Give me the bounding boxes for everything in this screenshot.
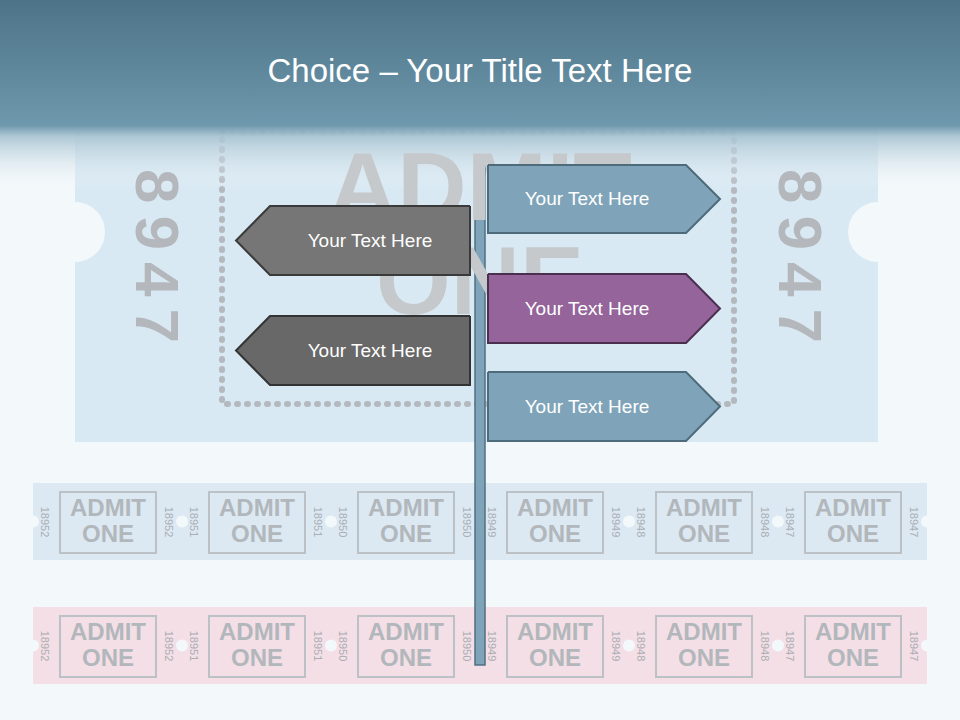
ticket-notch [623, 516, 635, 528]
serial-number: 18950 [337, 506, 349, 537]
ticket-notch [176, 640, 188, 652]
ticket-notch [176, 516, 188, 528]
ticket-notch [921, 640, 933, 652]
serial-number: 18952 [39, 630, 51, 661]
serial-number: 18949 [486, 506, 498, 537]
admit-one-stamp: ADMIT ONE [506, 615, 604, 678]
admit-one-stamp: ADMIT ONE [208, 491, 306, 554]
serial-number: 18951 [312, 630, 324, 661]
admit-one-stamp: ADMIT ONE [655, 615, 753, 678]
serial-number: 18952 [163, 506, 175, 537]
slide-title: Choice – Your Title Text Here [0, 52, 960, 90]
serial-number: 18950 [337, 630, 349, 661]
serial-number: 18952 [39, 506, 51, 537]
ticket-notch [623, 640, 635, 652]
ticket-number: 8947 [122, 169, 193, 355]
ticket-notch [325, 516, 337, 528]
sign-text: Your Text Here [525, 298, 650, 320]
sign-board-outline [236, 316, 470, 385]
admit-one-stamp: ADMIT ONE [208, 615, 306, 678]
serial-number: 18948 [635, 506, 647, 537]
serial-number: 18948 [635, 630, 647, 661]
serial-number: 18949 [610, 630, 622, 661]
serial-number: 18947 [908, 506, 920, 537]
sign-text: Your Text Here [525, 188, 650, 210]
sign-arrow-right: Your Text Here [488, 165, 720, 233]
serial-number: 18952 [163, 630, 175, 661]
serial-number: 18951 [312, 506, 324, 537]
ticket-notch [772, 640, 784, 652]
admit-one-stamp: ADMIT ONE [655, 491, 753, 554]
sign-arrow-right-highlight: Your Text Here [488, 274, 720, 343]
sign-board-outline [488, 274, 720, 343]
admit-one-stamp: ADMIT ONE [804, 491, 902, 554]
admit-one-stamp: ADMIT ONE [357, 615, 455, 678]
sign-arrow-right: Your Text Here [488, 372, 720, 441]
sign-board-outline [236, 206, 470, 275]
ticket-number: 8947 [765, 169, 836, 355]
serial-number: 18950 [461, 506, 473, 537]
admit-one-stamp: ADMIT ONE [59, 615, 157, 678]
serial-number: 18951 [188, 506, 200, 537]
serial-number: 18947 [908, 630, 920, 661]
sign-text: Your Text Here [308, 230, 433, 252]
serial-number: 18948 [759, 630, 771, 661]
admit-one-stamp: ADMIT ONE [506, 491, 604, 554]
sign-text: Your Text Here [308, 340, 433, 362]
admit-one-stamp: ADMIT ONE [804, 615, 902, 678]
ticket-notch [27, 516, 39, 528]
sign-text: Your Text Here [525, 396, 650, 418]
serial-number: 18949 [610, 506, 622, 537]
serial-number: 18950 [461, 630, 473, 661]
serial-number: 18947 [784, 630, 796, 661]
sign-arrow-left: Your Text Here [236, 206, 470, 275]
sign-arrow-left: Your Text Here [236, 316, 470, 385]
ticket-notch [27, 640, 39, 652]
serial-number: 18948 [759, 506, 771, 537]
sign-board-outline [488, 165, 720, 233]
sign-board-outline [488, 372, 720, 441]
ticket-notch [772, 516, 784, 528]
serial-number: 18951 [188, 630, 200, 661]
admit-one-stamp: ADMIT ONE [59, 491, 157, 554]
ticket-notch [921, 516, 933, 528]
admit-one-stamp: ADMIT ONE [357, 491, 455, 554]
serial-number: 18947 [784, 506, 796, 537]
ticket-notch [325, 640, 337, 652]
serial-number: 18949 [486, 630, 498, 661]
